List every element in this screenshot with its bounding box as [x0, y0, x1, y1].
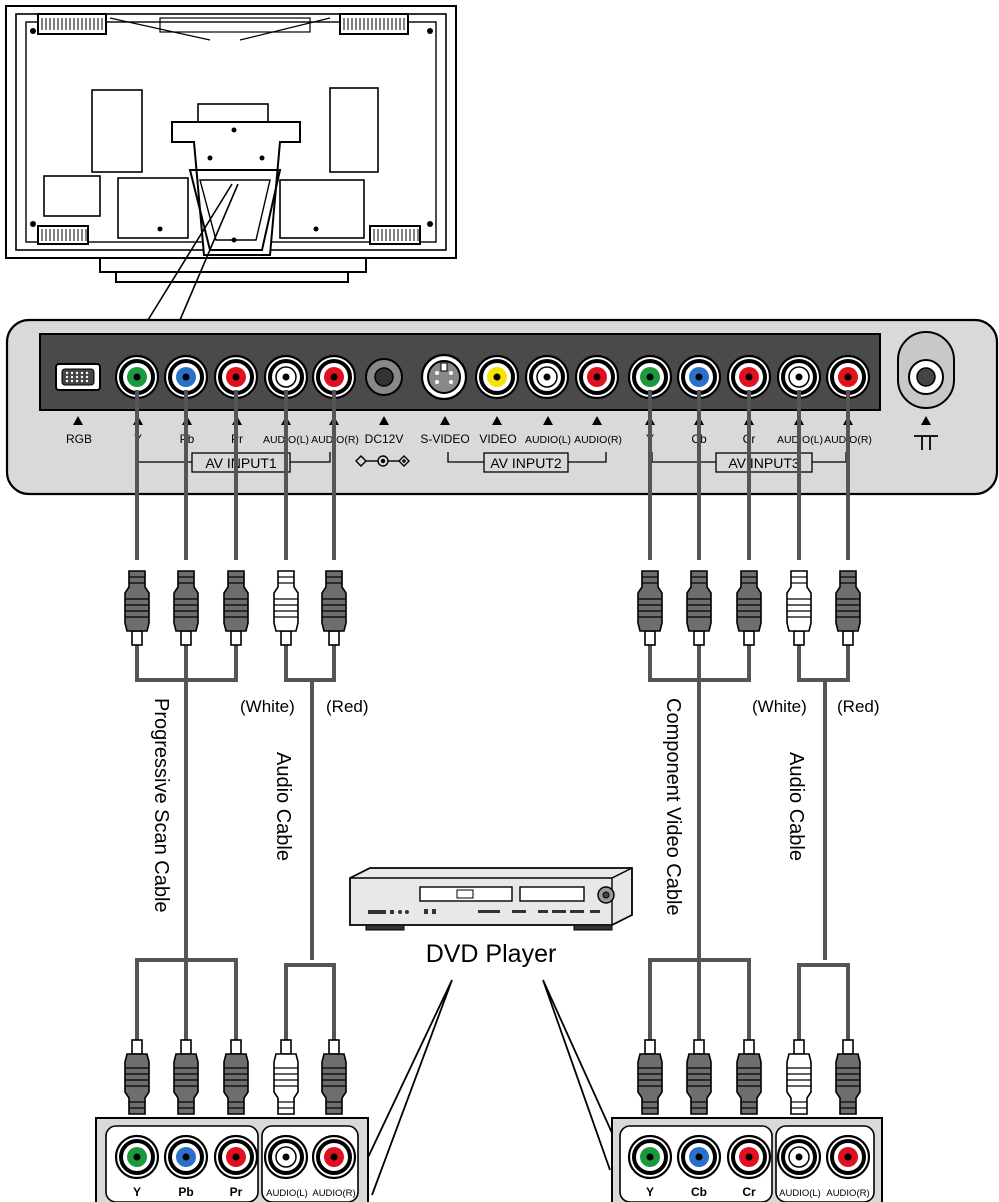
component-video-cable-label: Component Video Cable: [662, 698, 684, 916]
dvd-label-audio-l-right: AUDIO(L): [779, 1188, 821, 1199]
plug: [124, 1039, 150, 1115]
antenna-icon: [914, 435, 938, 450]
dvd-jack-cr[interactable]: [726, 1134, 772, 1180]
audio-cable-right-label: Audio Cable: [785, 752, 807, 861]
bottom-plugs-right: [637, 1039, 861, 1115]
top-plugs-left: [124, 570, 347, 646]
bottom-plugs-left: [124, 1039, 347, 1115]
dvd-label-audio-l: AUDIO(L): [266, 1188, 308, 1199]
jack-av1-y[interactable]: [114, 354, 160, 400]
dvd-jack-audio-r-right[interactable]: [825, 1134, 871, 1180]
dvd-jack-pr[interactable]: [213, 1134, 259, 1180]
dvd-label-pb: Pb: [178, 1185, 193, 1199]
plug: [321, 570, 347, 646]
jack-av3-cr[interactable]: [726, 354, 772, 400]
callout-lines: [361, 979, 641, 1196]
dvd-player-label: DVD Player: [426, 940, 557, 968]
plug: [223, 1039, 249, 1115]
jack-av3-y[interactable]: [627, 354, 673, 400]
plug: [786, 570, 812, 646]
group-boxes: [191, 452, 813, 473]
jack-svideo[interactable]: [420, 353, 468, 401]
group-label-av3: AV INPUT3: [728, 455, 800, 471]
right-red-label: (Red): [837, 697, 880, 716]
label-rgb: RGB: [66, 432, 92, 446]
plug: [273, 1039, 299, 1115]
jack-av2-video[interactable]: [474, 354, 520, 400]
plug: [637, 1039, 663, 1115]
label-svideo: S-VIDEO: [420, 432, 469, 446]
dc-polarity-icon: [355, 455, 410, 467]
rgb-port[interactable]: [55, 363, 101, 391]
plug: [173, 570, 199, 646]
jack-av3-audio-r[interactable]: [825, 354, 871, 400]
left-white-label: (White): [240, 697, 295, 716]
top-plugs-right: [637, 570, 861, 646]
plug: [835, 570, 861, 646]
dvd-player-illustration: [349, 867, 633, 931]
group-label-av1: AV INPUT1: [205, 455, 277, 471]
plug: [835, 1039, 861, 1115]
dvd-label-cb: Cb: [691, 1185, 707, 1199]
plug: [686, 1039, 712, 1115]
plug: [686, 570, 712, 646]
plug: [786, 1039, 812, 1115]
jack-av1-audio-l[interactable]: [263, 354, 309, 400]
progressive-scan-cable-label: Progressive Scan Cable: [150, 698, 172, 913]
dvd-label-y-right: Y: [646, 1185, 654, 1199]
label-dc12v: DC12V: [365, 432, 404, 446]
dvd-label-audio-r: AUDIO(R): [312, 1188, 355, 1199]
jack-antenna[interactable]: [908, 359, 944, 395]
jack-av3-cb[interactable]: [676, 354, 722, 400]
dvd-jack-audio-r[interactable]: [311, 1134, 357, 1180]
label-av2-audio-l: AUDIO(L): [525, 434, 571, 446]
audio-cable-left-label: Audio Cable: [272, 752, 294, 861]
dvd-jack-cb[interactable]: [676, 1134, 722, 1180]
plug: [124, 570, 150, 646]
jack-av1-pr[interactable]: [213, 354, 259, 400]
label-video: VIDEO: [479, 432, 516, 446]
jack-av1-audio-r[interactable]: [311, 354, 357, 400]
jack-av3-audio-l[interactable]: [776, 354, 822, 400]
dvd-jack-audio-l-right[interactable]: [776, 1134, 822, 1180]
plug: [173, 1039, 199, 1115]
plug: [736, 1039, 762, 1115]
dvd-label-audio-r-right: AUDIO(R): [826, 1188, 869, 1199]
tv-rear-view: [5, 5, 457, 321]
plug: [736, 570, 762, 646]
dvd-label-cr: Cr: [742, 1185, 756, 1199]
cables: [135, 390, 850, 1160]
label-av2-audio-r: AUDIO(R): [574, 434, 622, 446]
left-red-label: (Red): [326, 697, 369, 716]
plug: [321, 1039, 347, 1115]
jack-av1-pb[interactable]: [163, 354, 209, 400]
right-white-label: (White): [752, 697, 807, 716]
jack-dc12v[interactable]: [365, 358, 403, 396]
plug: [273, 570, 299, 646]
dvd-jack-y[interactable]: [114, 1134, 160, 1180]
dvd-jack-y-right[interactable]: [627, 1134, 673, 1180]
dvd-jack-audio-l[interactable]: [263, 1134, 309, 1180]
plug: [637, 570, 663, 646]
group-label-av2: AV INPUT2: [490, 455, 562, 471]
dvd-jack-pb[interactable]: [163, 1134, 209, 1180]
jack-av2-audio-l[interactable]: [524, 354, 570, 400]
jack-av2-audio-r[interactable]: [574, 354, 620, 400]
dvd-label-pr: Pr: [230, 1185, 243, 1199]
plug: [223, 570, 249, 646]
dvd-label-y: Y: [133, 1185, 141, 1199]
